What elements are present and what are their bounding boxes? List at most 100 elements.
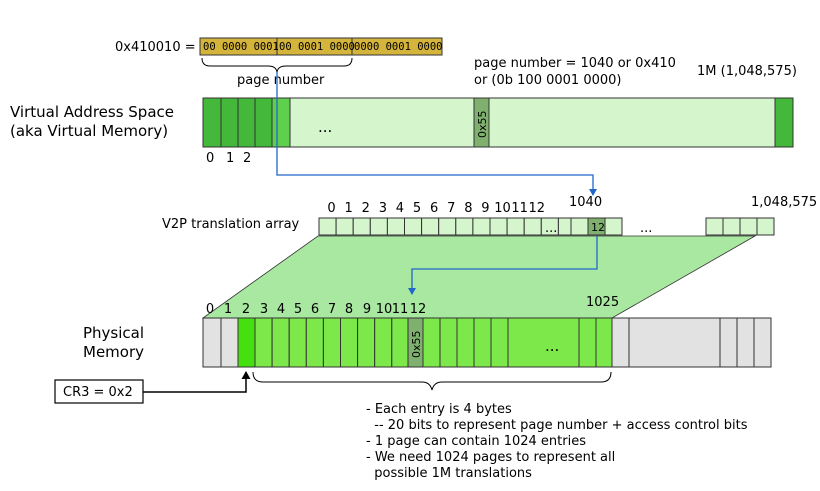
cr3-pointer-arrow — [143, 371, 251, 393]
physical-index-7: 7 — [328, 302, 336, 317]
virtual-page-2 — [237, 97, 256, 148]
physical-index-10: 10 — [376, 302, 393, 317]
address-bits-directory: 00 0000 0001 — [203, 41, 279, 53]
physical-index-0: 0 — [206, 302, 214, 317]
v2p-entry-12 — [523, 217, 542, 236]
virtual-page-4 — [271, 97, 291, 148]
physical-index-8: 8 — [345, 302, 353, 317]
v2p-entry-last — [756, 217, 775, 236]
v2p-index-12: 12 — [528, 201, 545, 216]
physical-frame-10 — [374, 317, 393, 368]
address-value-label: 0x410010 = — [115, 40, 196, 55]
v2p-index-11: 11 — [511, 201, 528, 216]
physical-frame-6 — [305, 317, 324, 368]
note-line-3: - 1 page can contain 1024 entries — [366, 434, 586, 449]
physical-frame-0x55-label: 0x55 — [410, 330, 423, 358]
physical-index-1: 1 — [224, 302, 232, 317]
v2p-index-2: 2 — [362, 201, 370, 216]
note-line-1: - Each entry is 4 bytes — [366, 402, 512, 417]
physical-frame — [736, 317, 755, 368]
v2p-ellipsis-1: ... — [545, 221, 557, 236]
physical-frame-0 — [202, 317, 222, 368]
physical-frame-11 — [391, 317, 410, 368]
page-table-brace — [252, 371, 612, 391]
physical-frame — [578, 317, 597, 368]
virtual-page-last — [774, 97, 794, 148]
v2p-index-last: 1,048,575 — [751, 195, 817, 210]
v2p-index-5: 5 — [413, 201, 421, 216]
v2p-index-0: 0 — [327, 201, 335, 216]
v2p-index-7: 7 — [447, 201, 455, 216]
physical-frame-8 — [340, 317, 359, 368]
physical-page-table-frames — [254, 317, 410, 368]
page-number-note-1: page number = 1040 or 0x410 — [474, 56, 676, 71]
page-number-brace — [201, 57, 353, 73]
v2p-index-10: 10 — [494, 201, 511, 216]
virtual-page-0x55 — [473, 97, 490, 148]
physical-frame-2-page-directory — [237, 317, 256, 368]
v2p-entry-11 — [506, 217, 525, 236]
physical-frame — [719, 317, 738, 368]
v2p-ellipsis-2: ... — [640, 221, 652, 236]
virtual-index-1: 1 — [226, 151, 234, 166]
v2p-entry-10 — [489, 217, 508, 236]
physical-frame — [611, 317, 630, 368]
v2p-entry-0 — [318, 217, 337, 236]
note-line-5: possible 1M translations — [366, 466, 532, 481]
physical-frame-9 — [357, 317, 376, 368]
v2p-entry-7 — [438, 217, 457, 236]
v2p-entry-4 — [386, 217, 405, 236]
page-number-label: page number — [237, 73, 325, 88]
page-number-note-2: or (0b 100 0001 0000) — [474, 73, 621, 88]
physical-frame-last — [753, 317, 772, 368]
virtual-index-2: 2 — [243, 151, 251, 166]
physical-frame — [422, 317, 441, 368]
physical-frame-1 — [220, 317, 239, 368]
v2p-entry-9 — [472, 217, 491, 236]
physical-frame-range — [507, 317, 580, 368]
note-line-2: -- 20 bits to represent page number + ac… — [366, 418, 748, 433]
address-bits-offset: 0000 0001 0000 — [354, 41, 443, 53]
v2p-index-4: 4 — [396, 201, 404, 216]
v2p-index-6: 6 — [430, 201, 438, 216]
physical-index-2: 2 — [242, 302, 250, 317]
physical-frame-1025 — [595, 317, 613, 368]
physical-index-5: 5 — [294, 302, 302, 317]
physical-index-6: 6 — [311, 302, 319, 317]
v2p-entry-8 — [455, 217, 474, 236]
virtual-page-0 — [202, 97, 222, 148]
v2p-entry-1041 — [604, 217, 623, 236]
v2p-entry-tail — [705, 217, 724, 236]
physical-frame — [473, 317, 492, 368]
physical-ellipsis: ... — [545, 337, 559, 355]
virtual-title-1: Virtual Address Space — [10, 103, 174, 121]
v2p-entry-3 — [369, 217, 388, 236]
v2p-label: V2P translation array — [162, 217, 300, 232]
physical-index-4: 4 — [277, 302, 285, 317]
address-bits-box — [199, 37, 443, 56]
v2p-entry-5 — [404, 217, 423, 236]
physical-index-1025: 1025 — [586, 295, 619, 310]
virtual-index-0: 0 — [206, 151, 214, 166]
physical-frame — [490, 317, 509, 368]
physical-frame-5 — [288, 317, 307, 368]
v2p-entry-tail — [722, 217, 741, 236]
cr3-register-label: CR3 = 0x2 — [63, 385, 133, 400]
physical-title-1: Physical — [83, 324, 144, 342]
v2p-index-8: 8 — [464, 201, 472, 216]
virtual-page-0x55-label: 0x55 — [476, 110, 489, 138]
v2p-index-9: 9 — [481, 201, 489, 216]
frame-lookup-arrow — [408, 236, 598, 295]
virtual-page-1 — [220, 97, 239, 148]
v2p-entry-1040-value: 12 — [591, 221, 605, 234]
physical-index-3: 3 — [260, 302, 268, 317]
virtual-max-label: 1M (1,048,575) — [697, 64, 797, 79]
v2p-entry-tail — [739, 217, 758, 236]
virtual-ellipsis: ... — [318, 118, 332, 136]
physical-frame — [456, 317, 475, 368]
physical-frame-4 — [271, 317, 290, 368]
physical-frame — [439, 317, 458, 368]
virtual-title-2: (aka Virtual Memory) — [10, 122, 168, 140]
